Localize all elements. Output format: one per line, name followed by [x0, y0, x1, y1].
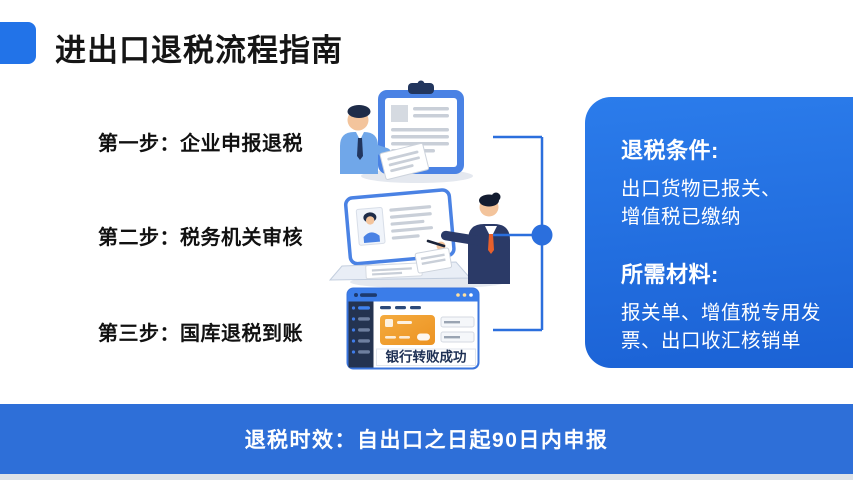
info-panel: 退税条件: 出口货物已报关、 增值税已缴纳 所需材料: 报关单、增值税专用发 票… — [585, 97, 853, 368]
officer-figure — [414, 192, 510, 284]
conditions-line-1: 出口货物已报关、 — [621, 178, 782, 200]
businessman-figure — [340, 105, 430, 180]
connector-dot — [531, 224, 553, 246]
materials-line-1: 报关单、增值税专用发 — [621, 302, 822, 324]
laptop-icon — [343, 188, 456, 266]
conditions-heading: 退税条件: — [621, 138, 719, 163]
step-3-label: 第三步：国库退税到账 — [98, 323, 303, 345]
footer-text: 退税时效：自出口之日起90日内申报 — [244, 429, 609, 452]
conditions-line-2: 增值税已缴纳 — [621, 206, 742, 228]
page-title: 进出口退税流程指南 — [55, 33, 343, 68]
materials-line-2: 票、出口收汇核销单 — [621, 330, 802, 352]
footer-bar: 退税时效：自出口之日起90日内申报 — [0, 404, 853, 474]
bank-transfer-illustration: 银行转败成功 — [346, 287, 480, 370]
bottom-strip — [0, 474, 853, 480]
materials-heading: 所需材料: — [621, 262, 719, 287]
title-accent-square-icon — [0, 22, 36, 64]
flow-connector — [493, 135, 553, 332]
tax-review-illustration — [328, 188, 510, 289]
bank-card-icon — [380, 315, 435, 345]
enterprise-declaration-illustration — [340, 80, 473, 183]
app-sidebar — [348, 301, 374, 368]
step-2-label: 第二步：税务机关审核 — [98, 227, 303, 249]
step-1-label: 第一步：企业申报退税 — [98, 133, 303, 155]
transfer-success-text: 银行转败成功 — [386, 349, 467, 365]
